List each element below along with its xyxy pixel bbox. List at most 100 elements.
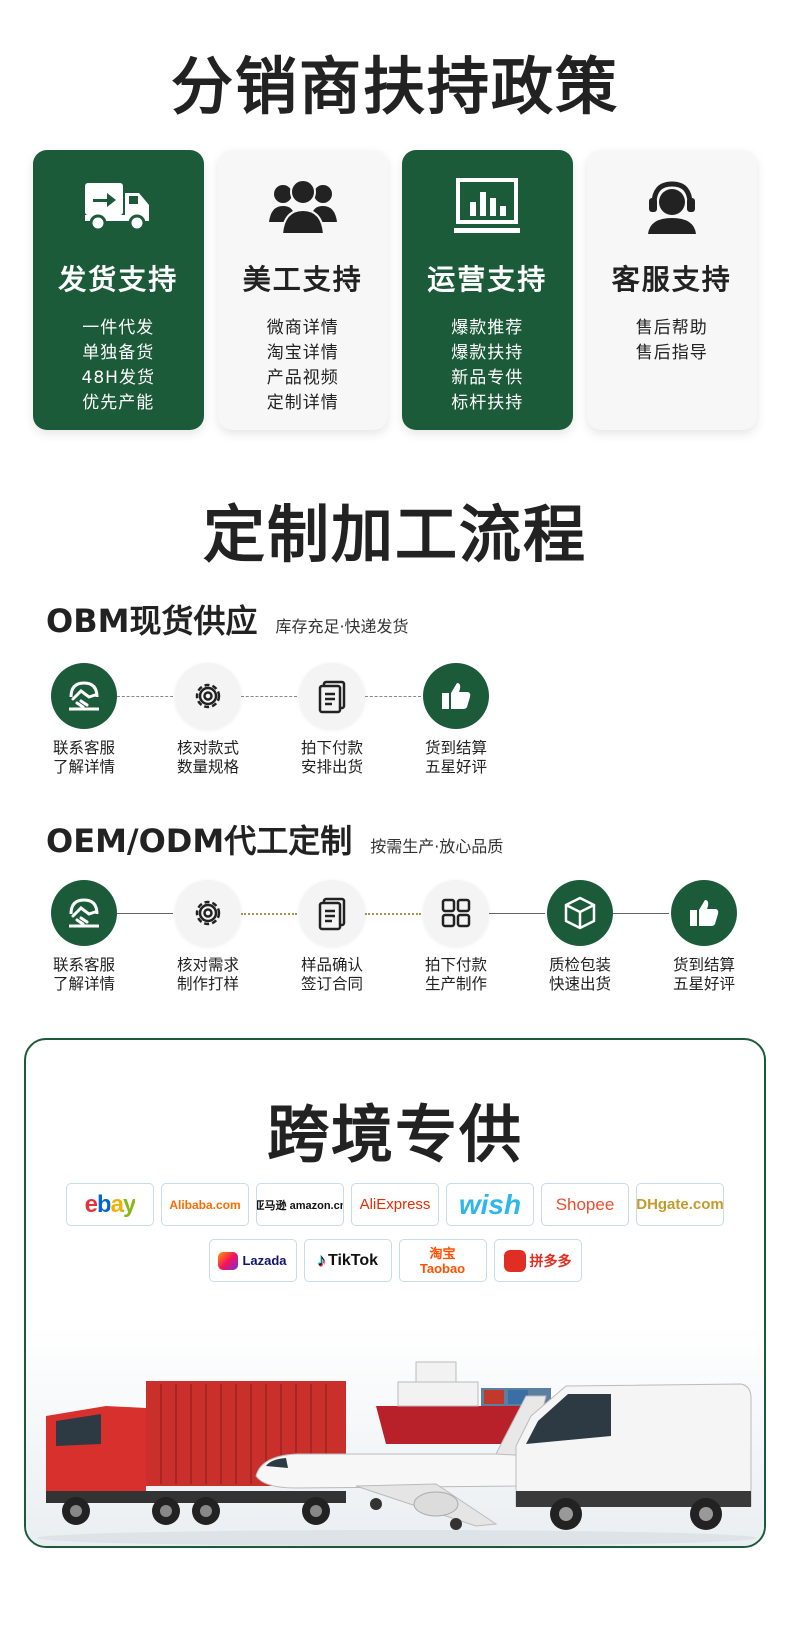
card-line: 标杆扶持: [451, 393, 524, 413]
obm-step-2: 核对款式数量规格: [148, 663, 268, 777]
thumbs-up-icon: [671, 880, 737, 946]
step-label: 拍下付款: [300, 739, 363, 757]
step-label: 拍下付款: [424, 956, 487, 974]
step-label: 货到结算: [672, 956, 735, 974]
tiktok-logo: ♪ TikTok: [303, 1239, 392, 1282]
step-label: 质检包装: [548, 956, 611, 974]
connector: [365, 696, 421, 697]
step-label: 制作打样: [176, 975, 239, 993]
card-title: 客服支持: [611, 263, 732, 296]
lazada-logo: Lazada: [208, 1239, 297, 1282]
connector: [117, 913, 173, 914]
oem-title: OEM/ODM代工定制: [46, 822, 353, 860]
oem-step-3: 样品确认签订合同: [272, 880, 392, 994]
truck-illustration: [46, 1381, 346, 1525]
step-label: 五星好评: [672, 975, 735, 993]
step-label: 样品确认: [300, 956, 363, 974]
step-label: 快速出货: [548, 975, 611, 993]
connector: [117, 696, 173, 697]
gear-icon: [175, 663, 241, 729]
step-label: 签订合同: [300, 975, 363, 993]
process-title: 定制加工流程: [202, 498, 587, 571]
headset-icon: [634, 174, 710, 238]
card-title: 发货支持: [58, 263, 179, 296]
step-label: 核对款式: [176, 739, 239, 757]
card-line: 售后帮助: [635, 318, 708, 338]
step-label: 五星好评: [424, 758, 487, 776]
card-line: 定制详情: [266, 393, 339, 413]
obm-step-4: 货到结算五星好评: [396, 663, 516, 777]
step-label: 数量规格: [176, 758, 239, 776]
connector: [241, 696, 297, 697]
card-design-support: 美工支持 微商详情 淘宝详情 产品视频 定制详情: [217, 150, 388, 430]
connector: [613, 913, 669, 914]
step-label: 安排出货: [300, 758, 363, 776]
tiktok-note-icon: ♪: [316, 1250, 326, 1270]
oem-step-1: 联系客服了解详情: [24, 880, 144, 994]
card-line: 微商详情: [266, 318, 339, 338]
oem-heading: OEM/ODM代工定制 按需生产·放心品质: [46, 816, 503, 862]
connector: [489, 913, 545, 914]
obm-step-3: 拍下付款安排出货: [272, 663, 392, 777]
card-line: 一件代发: [82, 318, 155, 338]
step-label: 生产制作: [424, 975, 487, 993]
card-operation-support: 运营支持 爆款推荐 爆款扶持 新品专供 标杆扶持: [402, 150, 573, 430]
crossborder-title: 跨境专供: [266, 1098, 523, 1171]
card-line: 爆款扶持: [451, 343, 524, 363]
card-line: 48H发货: [81, 368, 155, 388]
obm-title: OBM现货供应: [46, 602, 258, 640]
aliexpress-logo: AliExpress: [351, 1183, 439, 1226]
wish-logo: wish: [446, 1183, 534, 1226]
handshake-icon: [51, 880, 117, 946]
thumbs-up-icon: [423, 663, 489, 729]
alibaba-logo: Alibaba.com: [161, 1183, 249, 1226]
lazada-heart-icon: [218, 1251, 239, 1270]
card-line: 产品视频: [266, 368, 339, 388]
taobao-logo: 淘宝 Taobao: [398, 1239, 487, 1282]
oem-subtitle: 按需生产·放心品质: [370, 837, 504, 856]
gear-icon: [175, 880, 241, 946]
card-line: 新品专供: [451, 368, 524, 388]
oem-step-4: 拍下付款生产制作: [396, 880, 516, 994]
card-line: 淘宝详情: [266, 343, 339, 363]
card-title: 美工支持: [242, 263, 363, 296]
policy-cards: 发货支持 一件代发 单独备货 48H发货 优先产能 美工支持 微商详情 淘宝详情…: [33, 150, 757, 430]
grid-icon: [423, 880, 489, 946]
amazon-logo: 亚马逊 amazon.cn: [256, 1183, 344, 1226]
oem-step-5: 质检包装快速出货: [520, 880, 640, 994]
step-label: 联系客服: [52, 739, 115, 757]
obm-heading: OBM现货供应 库存充足·快递发货: [46, 596, 409, 642]
crossborder-panel: 跨境专供 ebay Alibaba.com 亚马逊 amazon.cn AliE…: [24, 1038, 766, 1548]
box-icon: [547, 880, 613, 946]
card-title: 运营支持: [427, 263, 548, 296]
handshake-icon: [51, 663, 117, 729]
step-label: 核对需求: [176, 956, 239, 974]
van-illustration: [515, 1383, 752, 1530]
policy-title: 分销商扶持政策: [170, 50, 619, 123]
shopee-logo: Shopee: [541, 1183, 629, 1226]
connector: [241, 913, 297, 915]
step-label: 货到结算: [424, 739, 487, 757]
obm-subtitle: 库存充足·快递发货: [275, 617, 409, 636]
people-icon: [265, 174, 341, 238]
platform-logos-row-1: ebay Alibaba.com 亚马逊 amazon.cn AliExpres…: [26, 1183, 764, 1226]
document-icon: [299, 880, 365, 946]
document-icon: [299, 663, 365, 729]
card-line: 单独备货: [82, 343, 155, 363]
logistics-illustration: [26, 1326, 764, 1546]
step-label: 了解详情: [52, 758, 115, 776]
pinduoduo-badge-icon: [503, 1249, 526, 1272]
oem-step-6: 货到结算五星好评: [644, 880, 764, 994]
connector: [365, 913, 421, 915]
airplane-illustration: [255, 1395, 547, 1530]
step-label: 联系客服: [52, 956, 115, 974]
card-line: 售后指导: [635, 343, 708, 363]
card-line: 优先产能: [82, 393, 155, 413]
dhgate-logo: DHgate.com: [636, 1183, 724, 1226]
pinduoduo-logo: 拼多多: [493, 1239, 582, 1282]
card-shipping-support: 发货支持 一件代发 单独备货 48H发货 优先产能: [33, 150, 204, 430]
oem-step-2: 核对需求制作打样: [148, 880, 268, 994]
step-label: 了解详情: [52, 975, 115, 993]
platform-logos-row-2: Lazada ♪ TikTok 淘宝 Taobao 拼多多: [26, 1239, 764, 1282]
obm-step-1: 联系客服了解详情: [24, 663, 144, 777]
